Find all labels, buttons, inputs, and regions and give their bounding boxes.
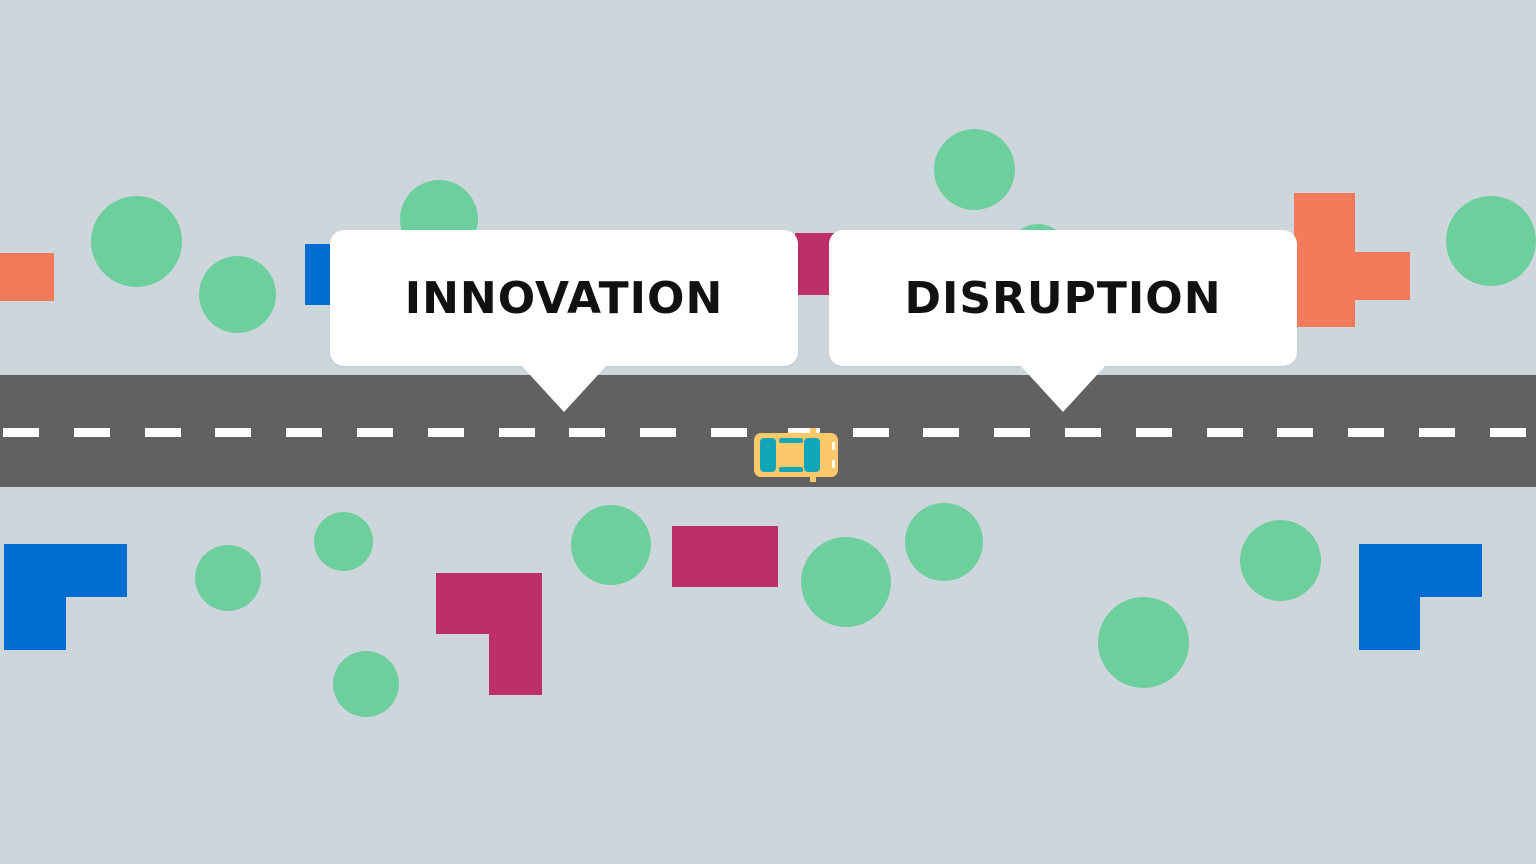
lane-dash <box>428 428 464 437</box>
magenta-l-shape-stem <box>489 573 542 695</box>
disruption-callout: DISRUPTION <box>829 230 1297 412</box>
magenta-block <box>795 233 835 295</box>
lane-dash <box>215 428 251 437</box>
green-circle <box>91 196 182 287</box>
callout-pointer <box>1019 364 1107 412</box>
lane-dash <box>994 428 1030 437</box>
blue-l-shape-stem <box>1359 544 1420 650</box>
lane-dash <box>357 428 393 437</box>
green-circle <box>1098 597 1189 688</box>
orange-cross-block <box>1294 193 1355 327</box>
green-circle <box>1446 196 1536 286</box>
green-circle <box>934 129 1015 210</box>
lane-dash <box>1277 428 1313 437</box>
lane-dash <box>74 428 110 437</box>
green-circle <box>199 256 276 333</box>
orange-block-left <box>0 253 54 301</box>
green-circle <box>333 651 399 717</box>
lane-dash <box>1419 428 1455 437</box>
green-circle <box>801 537 891 627</box>
lane-dash <box>853 428 889 437</box>
green-circle <box>314 512 373 571</box>
lane-dash <box>640 428 676 437</box>
car-icon <box>754 428 838 482</box>
green-circle <box>1240 520 1321 601</box>
lane-dash <box>286 428 322 437</box>
blue-l-shape-stem <box>4 544 66 650</box>
lane-dash <box>711 428 747 437</box>
lane-dash <box>1065 428 1101 437</box>
green-circle <box>195 545 261 611</box>
orange-cross-arm <box>1350 252 1410 300</box>
disruption-label: DISRUPTION <box>904 272 1222 324</box>
lane-dash <box>923 428 959 437</box>
innovation-callout: INNOVATION <box>330 230 798 412</box>
lane-dash <box>145 428 181 437</box>
lane-dash <box>569 428 605 437</box>
lane-dash <box>3 428 39 437</box>
lane-dash <box>1490 428 1526 437</box>
green-circle <box>905 503 983 581</box>
lane-dash <box>1348 428 1384 437</box>
magenta-block <box>672 526 778 587</box>
lane-dash <box>1136 428 1172 437</box>
callout-pointer <box>520 364 608 412</box>
innovation-label: INNOVATION <box>404 272 724 324</box>
lane-dash <box>499 428 535 437</box>
green-circle <box>571 505 651 585</box>
lane-dash <box>1207 428 1243 437</box>
